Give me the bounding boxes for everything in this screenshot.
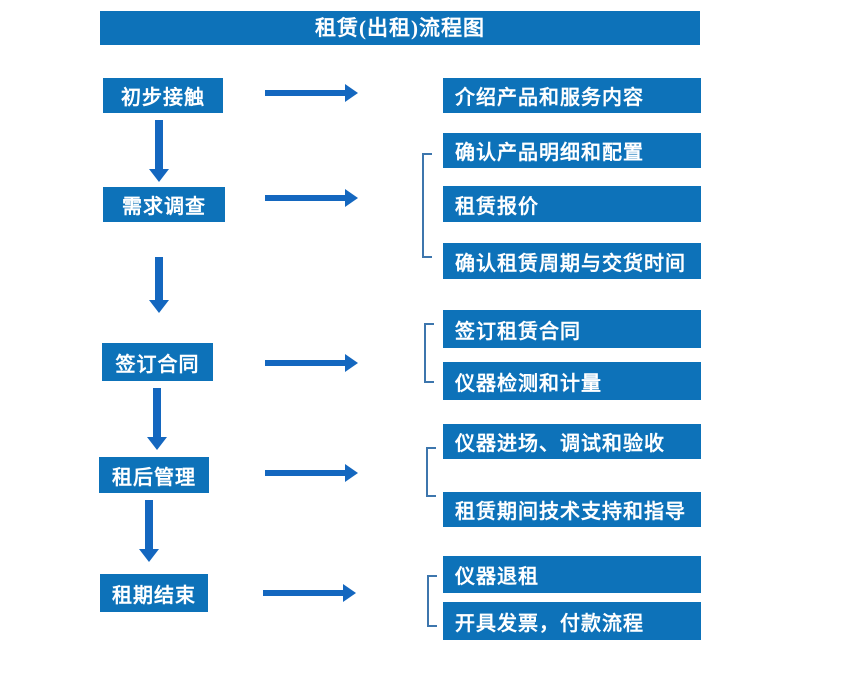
arrow-demand-to-sign-shaft (155, 257, 163, 300)
bracket-post-rental-group (426, 447, 436, 497)
arrow-management-to-end-down-arrow-icon (139, 549, 159, 562)
arrow-initial-to-demand-down-arrow-icon (149, 169, 169, 182)
arrow-sign-to-management-down-arrow-icon (147, 437, 167, 450)
arrow-sign-to-management-shaft (153, 388, 161, 437)
arrow-initial-contact-to-intro-right-arrow-icon (345, 84, 358, 102)
step-box-instrument-testing-metering: 仪器检测和计量 (443, 362, 701, 400)
step-box-instrument-entry-debug-acceptance: 仪器进场、调试和验收 (443, 424, 701, 459)
arrow-sign-contract-to-rental-right-arrow-icon (345, 354, 358, 372)
arrow-demand-survey-to-details-right-arrow-icon (345, 189, 358, 207)
step-box-invoice-payment-process: 开具发票，付款流程 (443, 602, 701, 640)
arrow-demand-survey-to-details-shaft (265, 195, 345, 201)
bracket-demand-survey-group (422, 153, 432, 258)
step-box-rental-period-end: 租期结束 (100, 574, 208, 612)
step-box-sign-contract: 签订合同 (102, 343, 213, 381)
bracket-period-end-group (427, 575, 437, 627)
arrow-initial-contact-to-intro-shaft (265, 90, 345, 96)
arrow-period-end-to-return-shaft (263, 590, 343, 596)
step-box-confirm-rental-period-delivery: 确认租赁周期与交货时间 (443, 243, 701, 279)
step-box-confirm-product-details-config: 确认产品明细和配置 (443, 133, 701, 168)
step-box-instrument-return: 仪器退租 (443, 556, 701, 593)
arrow-post-management-to-entry-right-arrow-icon (345, 464, 358, 482)
arrow-demand-to-sign-down-arrow-icon (149, 300, 169, 313)
bracket-sign-contract-group (424, 323, 434, 383)
arrow-initial-to-demand-shaft (155, 120, 163, 169)
flowchart-title: 租赁(出租)流程图 (100, 11, 700, 45)
step-box-introduce-products-services: 介绍产品和服务内容 (443, 78, 701, 113)
step-box-rental-quote: 租赁报价 (443, 186, 701, 222)
arrow-period-end-to-return-right-arrow-icon (343, 584, 356, 602)
arrow-management-to-end-shaft (145, 500, 153, 549)
arrow-post-management-to-entry-shaft (265, 470, 345, 476)
step-box-rental-technical-support-guidance: 租赁期间技术支持和指导 (443, 492, 701, 527)
step-box-post-rental-management: 租后管理 (99, 457, 209, 493)
step-box-demand-survey: 需求调查 (103, 187, 225, 222)
arrow-sign-contract-to-rental-shaft (265, 360, 345, 366)
step-box-initial-contact: 初步接触 (103, 78, 223, 113)
step-box-sign-rental-contract: 签订租赁合同 (443, 310, 701, 348)
